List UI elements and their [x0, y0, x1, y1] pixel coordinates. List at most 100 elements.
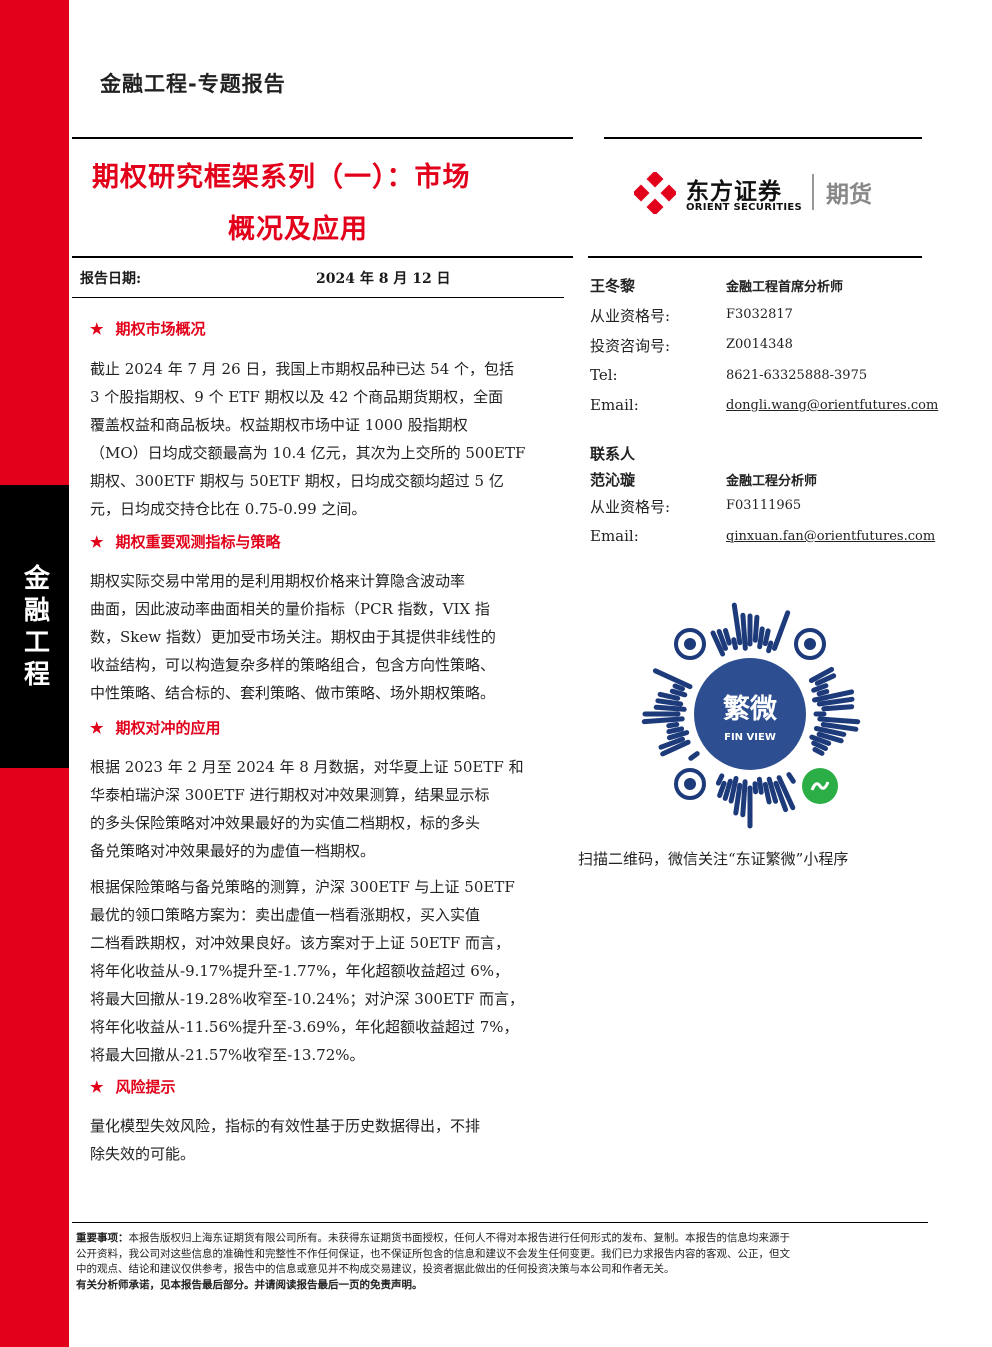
- qr-ray: [688, 751, 700, 761]
- qr-ray: [812, 689, 855, 703]
- qr-ray: [710, 630, 726, 657]
- qr-ray: [786, 772, 796, 784]
- qr-ray: [672, 683, 685, 692]
- qr-ray: [666, 722, 680, 729]
- disclaimer-line: 本报告版权归上海东证期货有限公司所有。未获得东证期货书面授权，任何人不得对本报告…: [128, 1232, 791, 1244]
- report-date-label: 报告日期:: [80, 271, 142, 287]
- section-heading: ★期权重要观测指标与策略: [90, 533, 281, 551]
- star-icon: ★: [90, 1078, 104, 1096]
- title-top-rule: [72, 137, 573, 139]
- analyst-1-title: 金融工程首席分析师: [726, 280, 844, 295]
- qr-ray: [657, 691, 681, 701]
- analyst-2-name: 范沁璇: [590, 471, 636, 489]
- analyst-1-tel: 8621-63325888-3975: [726, 368, 868, 383]
- logo-divider: [812, 174, 814, 210]
- disclaimer-block: 重要事项：本报告版权归上海东证期货有限公司所有。未获得东证期货书面授权，任何人不…: [76, 1231, 928, 1293]
- analyst-2-title: 金融工程分析师: [726, 474, 818, 489]
- section-paragraph: 量化模型失效风险，指标的有效性基于历史数据得出，不排 除失效的可能。: [90, 1117, 481, 1163]
- vertical-category-label: 金 融 工 程: [23, 564, 50, 690]
- analyst-1-email-link[interactable]: dongli.wang@orientfutures.com: [726, 398, 939, 413]
- qr-ray: [821, 704, 855, 712]
- qr-ray: [812, 747, 825, 756]
- qr-ray: [655, 698, 684, 707]
- qr-ray: [740, 779, 748, 818]
- qr-ray: [811, 740, 828, 751]
- left-black-band: [0, 485, 69, 768]
- qr-ray: [728, 776, 739, 804]
- star-icon: ★: [90, 533, 104, 551]
- qr-ray: [772, 610, 791, 651]
- qr-ray: [816, 731, 844, 744]
- disclaimer-tail: 有关分析师承诺，见本报告最后部分。并请阅读报告最后一页的免责声明。: [76, 1278, 423, 1291]
- report-title: 期权研究框架系列（一）：市场 概况及应用: [92, 152, 552, 256]
- section-paragraph: 根据 2023 年 2 月至 2024 年 8 月数据，对华夏上证 50ETF …: [90, 758, 524, 860]
- qr-ray: [731, 637, 738, 651]
- qr-ray: [817, 716, 861, 725]
- analyst-2-email-link[interactable]: qinxuan.fan@orientfutures.com: [726, 529, 936, 544]
- section-paragraph: 截止 2024 年 7 月 26 日，我国上市期权品种已达 54 个，包括 3 …: [90, 360, 526, 518]
- analyst-2-cert: F03111965: [726, 498, 802, 513]
- section-heading: ★期权对冲的应用: [90, 719, 221, 737]
- disclaimer-line: 公开资料，我公司对这些信息的准确性和完整性不作任何保证，也不保证所包含的信息和建…: [76, 1247, 790, 1260]
- qr-ray: [808, 666, 835, 683]
- section-heading: ★风险提示: [90, 1078, 176, 1096]
- analyst-2-cert-label: 从业资格号:: [590, 498, 671, 516]
- division-label: 期货: [826, 182, 872, 208]
- qr-ray: [811, 683, 829, 693]
- analyst-1-cert: F3032817: [726, 307, 793, 322]
- qr-ray: [731, 602, 743, 646]
- star-icon: ★: [90, 719, 104, 737]
- disclaimer-lead: 重要事项：: [76, 1232, 129, 1244]
- qr-ray: [722, 778, 733, 801]
- qr-ray: [740, 612, 748, 651]
- analyst-1-tel-label: Tel:: [590, 366, 618, 384]
- qr-ray: [652, 668, 693, 690]
- report-category: 金融工程-专题报告: [100, 72, 286, 96]
- title-line-2: 概况及应用: [228, 214, 368, 245]
- qr-ray: [653, 704, 687, 712]
- qr-ray: [820, 722, 859, 732]
- qr-ray: [723, 628, 732, 646]
- brand-name-cn: 东方证券: [686, 179, 782, 205]
- analyst-1-consult-label: 投资咨询号:: [590, 337, 671, 355]
- qr-ray: [641, 716, 685, 725]
- brand-name-en: ORIENT SECURITIES: [686, 202, 803, 213]
- company-logo: 东方证券 ORIENT SECURITIES 期货: [634, 170, 894, 218]
- qr-ray: [816, 696, 855, 707]
- wechat-qr-code[interactable]: 繁微 FIN VIEW: [632, 596, 868, 832]
- qr-ray: [666, 726, 685, 735]
- qr-ray: [660, 739, 691, 757]
- qr-center-text-cn: 繁微: [723, 694, 777, 725]
- report-date-value: 2024 年 8 月 12 日: [316, 271, 451, 287]
- qr-ray: [756, 776, 764, 795]
- qr-ray: [752, 614, 760, 643]
- qr-ray: [658, 736, 685, 750]
- title-bottom-rule: [72, 256, 573, 258]
- contact-label: 联系人: [590, 445, 636, 463]
- qr-ray: [816, 689, 830, 697]
- qr-ray: [757, 626, 765, 650]
- analyst-2-email-label: Email:: [590, 527, 639, 545]
- disclaimer-top-rule: [72, 1222, 928, 1223]
- qr-ray: [752, 781, 759, 795]
- qr-ray: [733, 782, 743, 816]
- qr-ray: [813, 726, 847, 737]
- disclaimer-line: 中的观点、结论和建议仅供参考，报告中的信息或意见并不构成交易建议，投资者据此做出…: [76, 1263, 675, 1275]
- qr-ray: [766, 640, 774, 654]
- qr-ray: [762, 628, 771, 647]
- qr-ray: [766, 776, 779, 804]
- star-icon: ★: [90, 320, 104, 338]
- date-bottom-rule: [72, 297, 564, 298]
- qr-ray: [666, 730, 690, 741]
- qr-center-text-en: FIN VIEW: [724, 732, 776, 743]
- qr-ray: [669, 688, 688, 698]
- qr-ray: [716, 629, 728, 651]
- analyst-1-name: 王冬黎: [590, 277, 636, 295]
- analyst-1-consult: Z0014348: [726, 337, 793, 352]
- section-heading: ★期权市场概况: [90, 320, 206, 338]
- analyst-top-rule: [588, 256, 922, 258]
- qr-ray: [762, 781, 772, 805]
- qr-ray: [814, 673, 837, 686]
- section-paragraph: 期权实际交易中常用的是利用期权价格来计算隐含波动率 曲面，因此波动率曲面相关的量…: [90, 572, 496, 702]
- section-paragraph: 根据保险策略与备兑策略的测算，沪深 300ETF 与上证 50ETF 最优的领口…: [90, 878, 525, 1064]
